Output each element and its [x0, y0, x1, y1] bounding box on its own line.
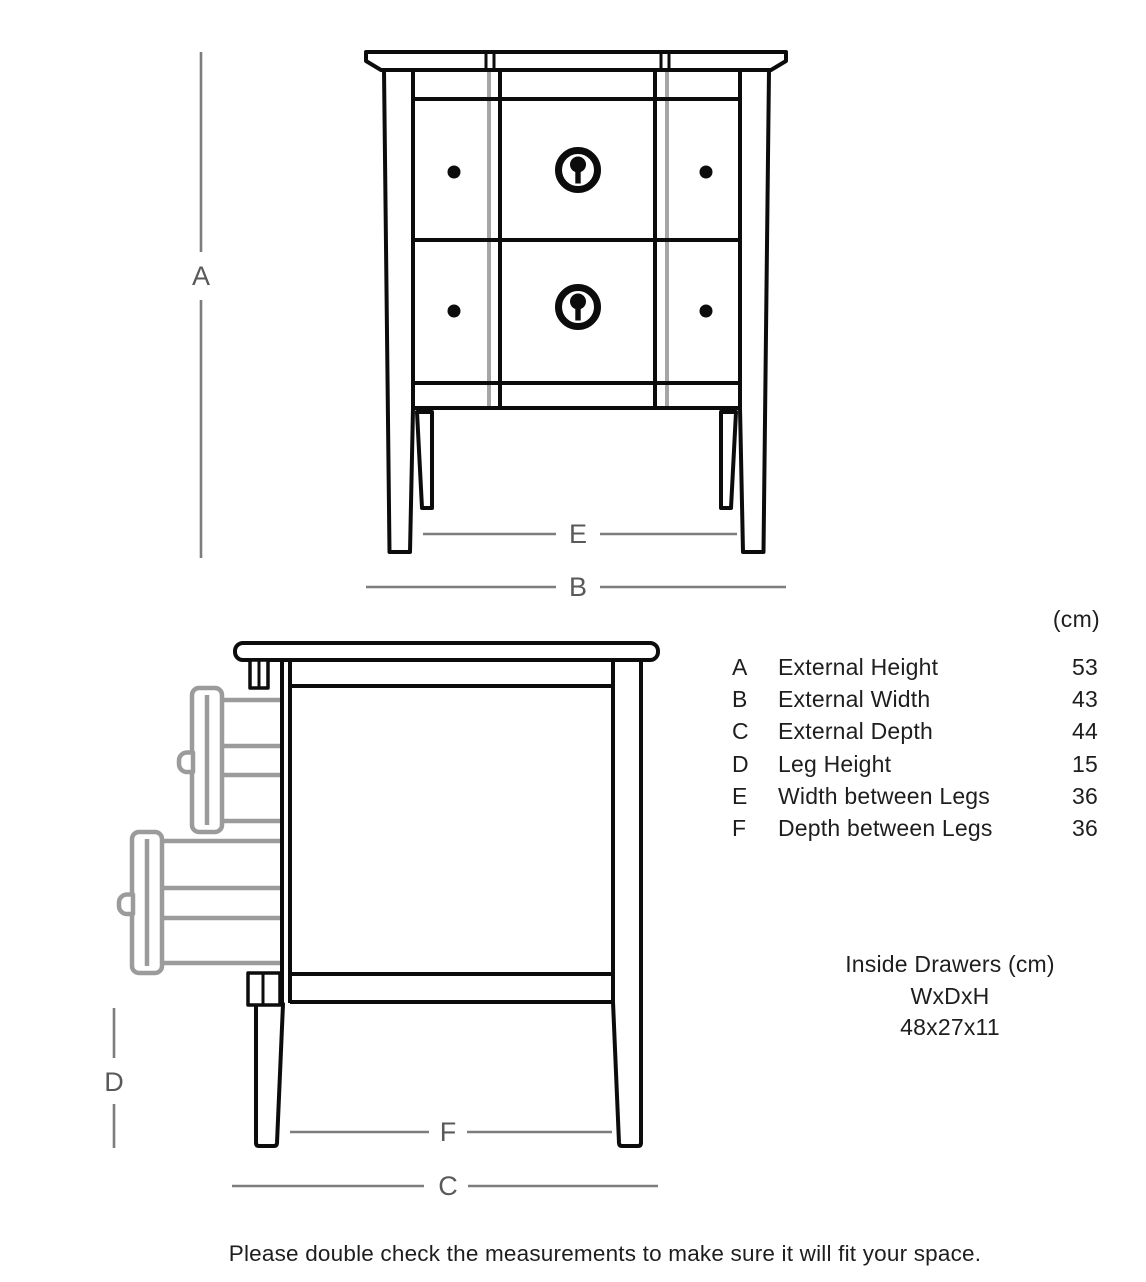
inside-drawers-note: Inside Drawers (cm) WxDxH 48x27x11	[780, 949, 1120, 1044]
row-value: 43	[1072, 685, 1098, 712]
dimension-label-e: E	[569, 519, 587, 549]
row-name: Width between Legs	[778, 782, 991, 809]
row-letter: F	[732, 815, 747, 842]
side-back-leg	[611, 660, 643, 1148]
keyhole-icon	[555, 147, 601, 193]
dimension-label-b: B	[569, 572, 587, 602]
side-front-leg-bottom-block	[246, 971, 282, 1007]
open-drawer-top	[176, 685, 282, 835]
drawer-knob	[699, 165, 713, 179]
table-row: E Width between Legs 36	[732, 780, 1098, 812]
row-name: Leg Height	[778, 750, 892, 777]
dimensions-table: A External Height 53 B External Width 43…	[732, 651, 1098, 845]
row-value: 15	[1072, 750, 1098, 777]
dimension-label-d: D	[104, 1067, 124, 1097]
fit-note: Please double check the measurements to …	[228, 1241, 982, 1266]
table-row: F Depth between Legs 36	[732, 812, 1098, 844]
dimension-label-c: C	[438, 1171, 458, 1201]
drawer-knob	[176, 750, 196, 775]
inside-drawers-format: WxDxH	[910, 982, 990, 1009]
front-left-back-leg	[415, 410, 434, 510]
row-value: 53	[1072, 653, 1098, 680]
table-row: D Leg Height 15	[732, 748, 1098, 780]
drawer-knob	[116, 892, 136, 917]
front-right-leg	[738, 68, 771, 554]
side-front-leg	[254, 1002, 285, 1148]
units-label: (cm)	[1052, 606, 1100, 632]
side-view-drawing	[116, 641, 660, 1148]
drawer-knob	[447, 165, 461, 179]
front-left-leg	[382, 68, 415, 554]
drawer-knob	[699, 304, 713, 318]
row-letter: E	[732, 782, 748, 809]
row-name: External Depth	[778, 718, 933, 745]
row-name: Depth between Legs	[778, 815, 993, 842]
inside-drawers-title: Inside Drawers (cm)	[845, 951, 1055, 977]
row-name: External Height	[778, 653, 939, 680]
front-view-drawing	[364, 50, 788, 554]
front-right-back-leg	[719, 410, 738, 510]
dimension-label-f: F	[440, 1117, 457, 1147]
side-front-leg-top-block	[248, 658, 270, 690]
front-table-top	[364, 50, 788, 72]
row-letter: D	[732, 750, 749, 777]
open-drawer-bottom	[116, 829, 282, 976]
inside-drawers-dimensions: 48x27x11	[900, 1014, 1000, 1040]
row-letter: B	[732, 685, 748, 712]
dimension-label-a: A	[192, 261, 210, 291]
row-value: 44	[1072, 718, 1098, 745]
keyhole-icon	[555, 284, 601, 330]
table-row: A External Height 53	[732, 651, 1098, 683]
row-letter: C	[732, 718, 749, 745]
row-letter: A	[732, 653, 748, 680]
row-name: External Width	[778, 685, 931, 712]
row-value: 36	[1072, 782, 1098, 809]
row-value: 36	[1072, 815, 1098, 842]
drawer-knob	[447, 304, 461, 318]
table-row: C External Depth 44	[732, 716, 1098, 748]
side-table-top	[233, 641, 660, 662]
table-row: B External Width 43	[732, 683, 1098, 715]
